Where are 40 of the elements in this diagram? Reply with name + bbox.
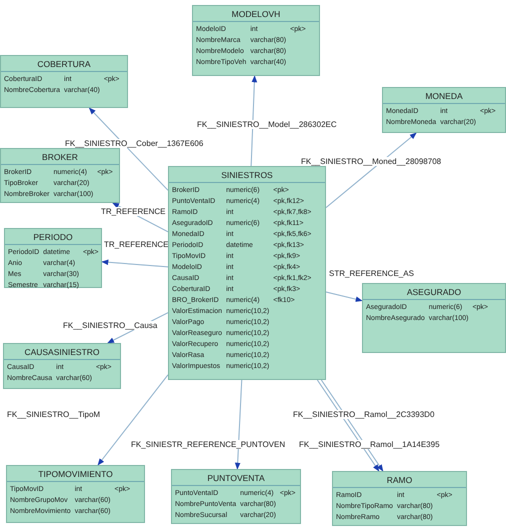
- table-name: CAUSASINIESTRO: [4, 344, 120, 360]
- entity-table: [6, 465, 145, 523]
- entity-table: [168, 166, 326, 380]
- table-name: ASEGURADO: [363, 284, 505, 300]
- table-name: BROKER: [1, 149, 119, 165]
- relationship-arrow: [234, 380, 242, 470]
- entity-table: [192, 5, 320, 76]
- entity-table: [0, 148, 120, 203]
- entity-table: [382, 87, 506, 133]
- table-name: SINIESTROS: [169, 167, 325, 183]
- edge-label: FK__SINIESTRO__Ramol__1A14E395: [298, 440, 441, 449]
- entity-table: [171, 469, 301, 524]
- table-name: PUNTOVENTA: [172, 470, 300, 486]
- edge-label: FK__SINIESTRO__Cober__1367E606: [64, 139, 204, 148]
- edge-label: STR_REFERENCE_AS: [328, 269, 415, 278]
- relationship-arrow: [326, 292, 363, 302]
- entity-table: [3, 343, 121, 389]
- table-name: COBERTURA: [1, 56, 127, 72]
- edge-label: FK__SINIESTRO__Model__286302EC: [196, 120, 338, 129]
- relationship-arrow: [98, 374, 168, 466]
- edge-label: FK__SINIESTRO__TipoM: [6, 410, 102, 419]
- edge-label: TR_REFERENCE: [103, 240, 170, 249]
- table-name: PERIODO: [5, 229, 101, 245]
- relationship-arrow: [326, 132, 417, 208]
- entity-table: [362, 283, 506, 353]
- table-name: RAMO: [333, 472, 466, 488]
- relationship-arrow: [250, 75, 258, 166]
- relationship-arrow: [101, 259, 168, 268]
- edge-label: FK__SINIESTRO__Causa: [62, 321, 158, 330]
- edge-label: TR_REFERENCE: [100, 207, 166, 216]
- table-name: TIPOMOVIMIENTO: [7, 466, 144, 482]
- edge-label: FK__SINIESTRO__Ramol__2C3393D0: [292, 410, 436, 419]
- edge-label: FK_SINIESTR_REFERENCE_PUNTOVEN: [130, 440, 286, 449]
- table-name: MONEDA: [383, 88, 505, 104]
- entity-table: [332, 471, 467, 526]
- edge-label: FK__SINIESTRO__Moned__28098708: [300, 157, 442, 166]
- relationship-arrow: [88, 108, 168, 191]
- table-name: MODELOVH: [193, 6, 319, 22]
- entity-table: [4, 228, 102, 288]
- entity-table: [0, 55, 128, 108]
